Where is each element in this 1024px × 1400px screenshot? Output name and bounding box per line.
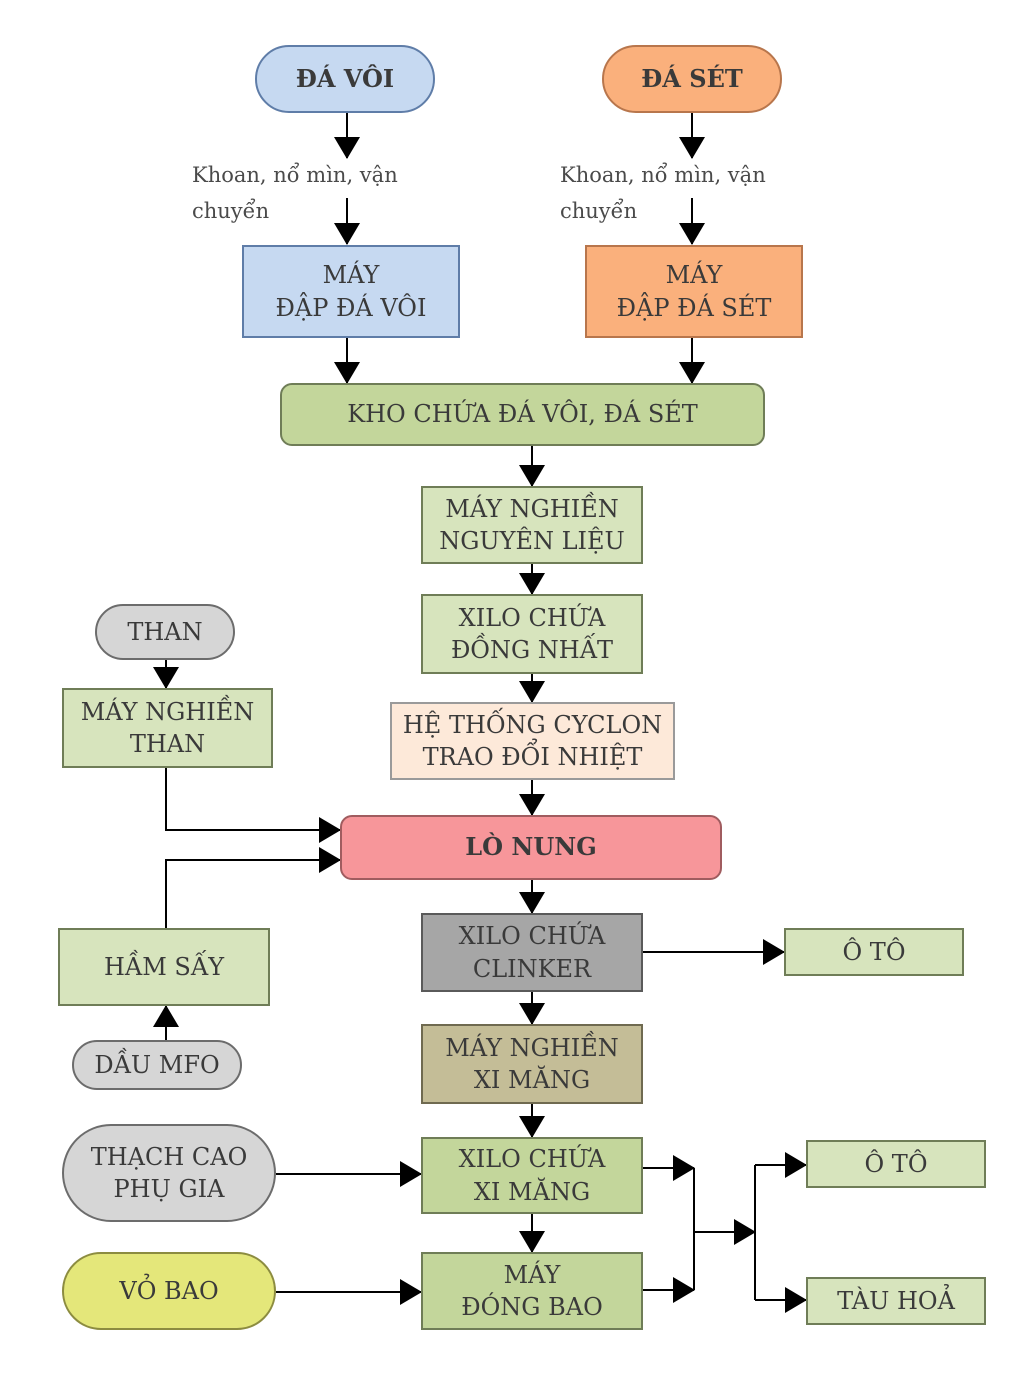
- node-may-nghien-nguyen-lieu: MÁY NGHIỀN NGUYÊN LIỆU: [421, 486, 643, 564]
- node-vo-bao: VỎ BAO: [62, 1252, 276, 1330]
- node-cyclon: HỆ THỐNG CYCLON TRAO ĐỔI NHIỆT: [390, 702, 675, 780]
- node-may-dap-da-voi: MÁY ĐẬP ĐÁ VÔI: [242, 245, 460, 338]
- node-xilo-xi-mang: XILO CHỨA XI MĂNG: [421, 1137, 643, 1214]
- node-than: THAN: [95, 604, 235, 660]
- node-da-voi: ĐÁ VÔI: [255, 45, 435, 113]
- node-tau-hoa: TÀU HOẢ: [806, 1277, 986, 1325]
- node-dau-mfo: DẦU MFO: [72, 1040, 242, 1090]
- node-ham-say: HẦM SẤY: [58, 928, 270, 1006]
- node-xilo-dong-nhat: XILO CHỨA ĐỒNG NHẤT: [421, 594, 643, 674]
- node-kho-chua: KHO CHỨA ĐÁ VÔI, ĐÁ SÉT: [280, 383, 765, 446]
- node-xilo-clinker: XILO CHỨA CLINKER: [421, 913, 643, 992]
- node-thach-cao: THẠCH CAO PHỤ GIA: [62, 1124, 276, 1222]
- node-may-nghien-xi-mang: MÁY NGHIỀN XI MĂNG: [421, 1024, 643, 1104]
- node-may-dong-bao: MÁY ĐÓNG BAO: [421, 1252, 643, 1330]
- node-may-dap-da-set: MÁY ĐẬP ĐÁ SÉT: [585, 245, 803, 338]
- node-lo-nung: LÒ NUNG: [340, 815, 722, 880]
- node-o-to-2: Ô TÔ: [806, 1140, 986, 1188]
- note-khoan-right: Khoan, nổ mìn, vận chuyển: [560, 163, 766, 223]
- arrow-maynghienthan-lonung: [165, 768, 341, 843]
- node-o-to-1: Ô TÔ: [784, 928, 964, 976]
- note-khoan-left: Khoan, nổ mìn, vận chuyển: [192, 163, 398, 223]
- arrow-hamsay-lonung: [165, 847, 341, 928]
- node-da-set: ĐÁ SÉT: [602, 45, 782, 113]
- node-may-nghien-than: MÁY NGHIỀN THAN: [62, 688, 273, 768]
